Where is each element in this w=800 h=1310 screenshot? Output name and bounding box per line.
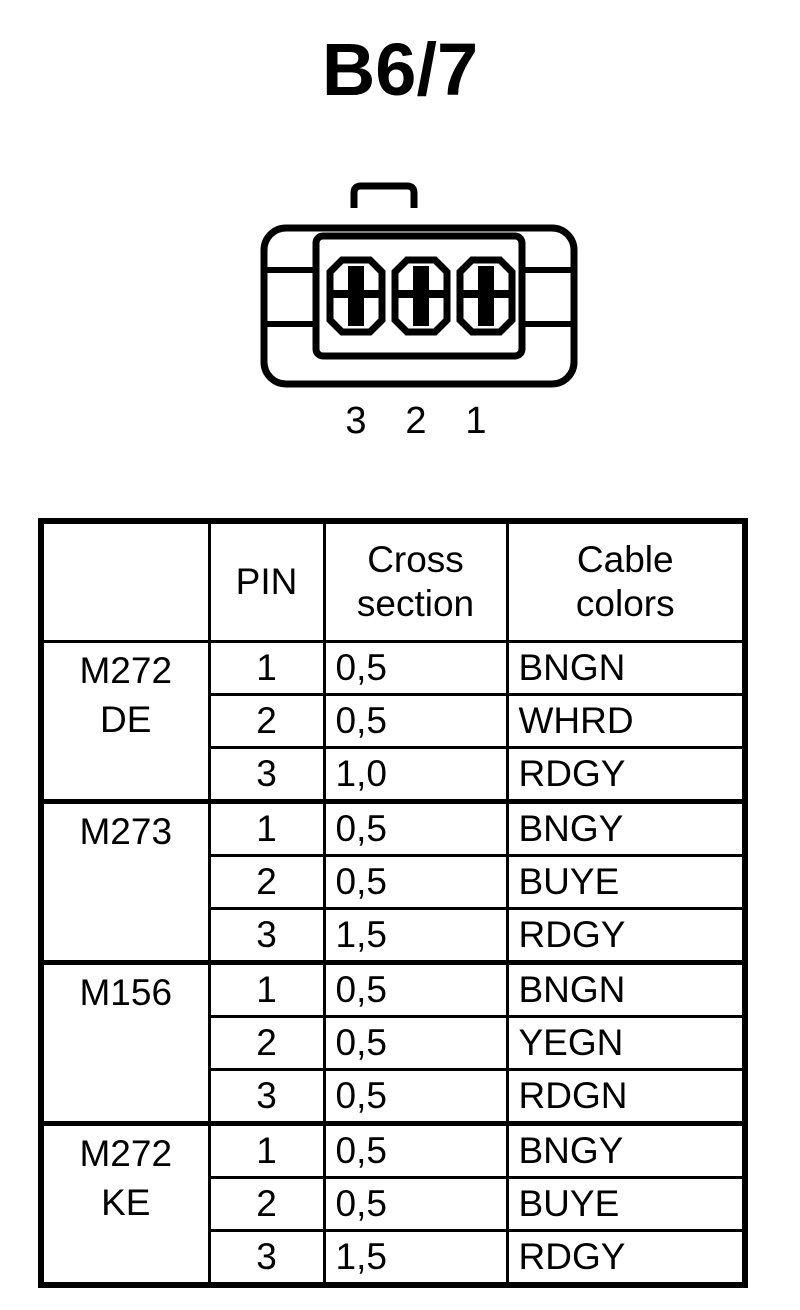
pin-cavity-2 bbox=[391, 256, 451, 336]
cell-cable-color: BUYE bbox=[505, 1176, 745, 1232]
table-row: 2 0,5 BUYE bbox=[41, 854, 745, 910]
cell-model-group-0: M272 DE bbox=[41, 640, 211, 803]
table-row: 2 0,5 YEGN bbox=[41, 1015, 745, 1071]
cell-pin: 1 bbox=[207, 640, 326, 696]
table-row: 3 1,0 RDGY bbox=[41, 746, 745, 803]
cell-model-group-1: M273 bbox=[41, 799, 211, 964]
cell-cross-section: 0,5 bbox=[322, 640, 509, 696]
cell-pin: 2 bbox=[207, 1015, 326, 1071]
cell-cross-section: 0,5 bbox=[322, 1015, 509, 1071]
table-row: 3 0,5 RDGN bbox=[41, 1068, 745, 1125]
pin-label-3: 3 bbox=[345, 400, 367, 442]
model-line1: M272 bbox=[79, 1133, 173, 1174]
cell-cable-color: BUYE bbox=[505, 854, 745, 910]
cell-cross-section: 0,5 bbox=[322, 854, 509, 910]
cell-cross-section: 0,5 bbox=[322, 1068, 509, 1125]
pin-cavity-3 bbox=[326, 256, 386, 336]
pin-label-1: 1 bbox=[465, 400, 487, 442]
model-line1: M272 bbox=[79, 650, 173, 691]
cell-cable-color: BNGY bbox=[505, 799, 745, 857]
cell-cross-section: 0,5 bbox=[322, 799, 509, 857]
connector-inner-housing bbox=[312, 232, 526, 360]
table-body: M272 DE 1 0,5 BNGN 2 0,5 WHRD 3 1,0 RDGY… bbox=[41, 640, 745, 1287]
page-title: B6/7 bbox=[321, 28, 479, 111]
cell-cable-color: BNGY bbox=[505, 1121, 745, 1179]
cell-model-group-3: M272 KE bbox=[41, 1121, 211, 1287]
cell-cross-section: 0,5 bbox=[322, 693, 509, 749]
model-line2: KE bbox=[101, 1182, 151, 1223]
table-row: 2 0,5 WHRD bbox=[41, 693, 745, 749]
table-row: M272 KE 1 0,5 BNGY bbox=[41, 1121, 745, 1287]
cell-pin: 2 bbox=[207, 693, 326, 749]
connector-body-outline bbox=[260, 224, 578, 388]
cell-pin: 1 bbox=[207, 1121, 326, 1179]
cell-pin: 3 bbox=[207, 907, 326, 964]
cell-cross-section: 0,5 bbox=[322, 960, 509, 1018]
cell-cable-color: BNGN bbox=[505, 640, 745, 696]
cell-cable-color: WHRD bbox=[505, 693, 745, 749]
table-row: 3 1,5 RDGY bbox=[41, 1229, 745, 1287]
cell-pin: 1 bbox=[207, 799, 326, 857]
cell-pin: 1 bbox=[207, 960, 326, 1018]
cell-cross-section: 1,5 bbox=[322, 1229, 509, 1287]
pin-label-2: 2 bbox=[405, 400, 427, 442]
table-row: M272 DE 1 0,5 BNGN bbox=[41, 640, 745, 803]
cell-cable-color: RDGY bbox=[505, 1229, 745, 1287]
cell-pin: 3 bbox=[207, 1068, 326, 1125]
model-line1: M156 bbox=[79, 972, 173, 1013]
header-model bbox=[41, 519, 211, 643]
header-cable-colors: Cable colors bbox=[505, 519, 745, 643]
table-row: 3 1,5 RDGY bbox=[41, 907, 745, 964]
table-row: M156 1 0,5 BNGN bbox=[41, 960, 745, 1125]
header-cross-section-line2: section bbox=[356, 583, 475, 624]
cell-cross-section: 1,5 bbox=[322, 907, 509, 964]
cell-model-group-2: M156 bbox=[41, 960, 211, 1125]
header-cross-section: Cross section bbox=[322, 519, 509, 643]
header-pin: PIN bbox=[207, 519, 326, 643]
connector-diagram bbox=[230, 178, 590, 448]
table-row: 2 0,5 BUYE bbox=[41, 1176, 745, 1232]
cell-cable-color: RDGY bbox=[505, 907, 745, 964]
cell-cable-color: RDGY bbox=[505, 746, 745, 803]
cell-pin: 2 bbox=[207, 854, 326, 910]
cell-pin: 3 bbox=[207, 746, 326, 803]
header-cross-section-line1: Cross bbox=[367, 539, 464, 580]
cell-pin: 2 bbox=[207, 1176, 326, 1232]
cell-pin: 3 bbox=[207, 1229, 326, 1287]
pin-number-labels: 3 2 1 bbox=[230, 400, 590, 444]
model-line2: DE bbox=[100, 699, 152, 740]
cell-cable-color: YEGN bbox=[505, 1015, 745, 1071]
table-header-row: PIN Cross section Cable colors bbox=[41, 519, 745, 643]
cell-cable-color: BNGN bbox=[505, 960, 745, 1018]
cell-cross-section: 1,0 bbox=[322, 746, 509, 803]
cell-cross-section: 0,5 bbox=[322, 1176, 509, 1232]
cell-cross-section: 0,5 bbox=[322, 1121, 509, 1179]
header-cable-colors-line2: colors bbox=[575, 583, 675, 624]
pin-cavity-1 bbox=[456, 256, 516, 336]
connector-svg bbox=[260, 182, 578, 388]
connector-latch-tab bbox=[350, 182, 418, 208]
cell-cable-color: RDGN bbox=[505, 1068, 745, 1125]
header-cable-colors-line1: Cable bbox=[576, 539, 674, 580]
model-line1: M273 bbox=[79, 811, 173, 852]
table-row: M273 1 0,5 BNGY bbox=[41, 799, 745, 964]
pinout-table: PIN Cross section Cable colors M272 DE 1… bbox=[38, 518, 748, 1288]
